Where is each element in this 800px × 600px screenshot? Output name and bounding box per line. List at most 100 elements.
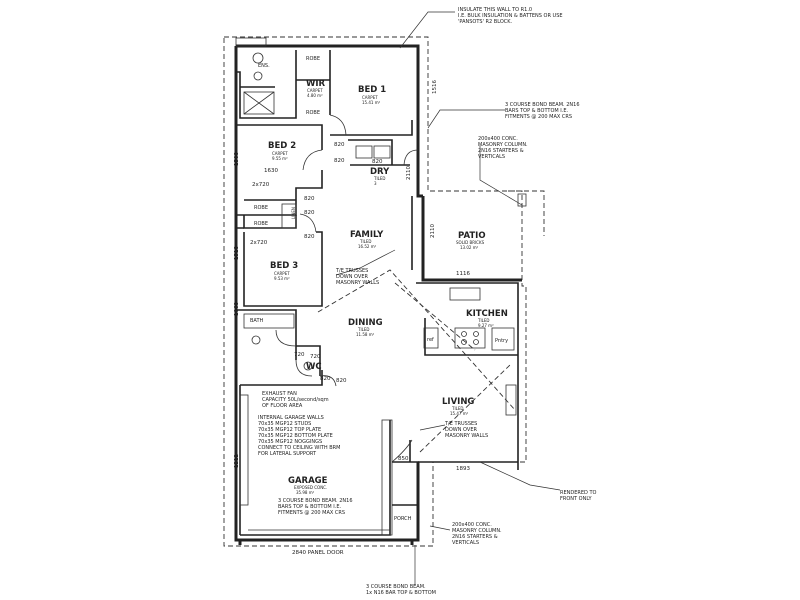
dim-label: 2110 [406,166,412,180]
svg-text:2N16 STARTERS &: 2N16 STARTERS & [452,534,498,540]
svg-text:4.80 m²: 4.80 m² [307,93,323,98]
kitchen-walls [416,282,519,470]
truss-line [394,282,476,351]
fridge-label: ref [427,337,434,343]
leader [419,424,446,431]
bath-basin-icon [251,335,261,345]
svg-text:BED 2: BED 2 [268,141,296,151]
svg-text:SOLID BRICKS: SOLID BRICKS [456,240,485,245]
svg-text:VERTICALS: VERTICALS [478,154,505,160]
dim-label: 1516 [432,80,438,94]
leader [429,525,451,531]
svg-text:70x35 MGP12 TOP PLATE: 70x35 MGP12 TOP PLATE [258,427,321,433]
svg-text:TILED: TILED [477,318,489,323]
note-bottom-beam: 3 COURSE BOND BEAM. 1x N16 BAR TOP & BOT… [366,584,436,596]
svg-text:70x35 MGP12 NOGGINGS: 70x35 MGP12 NOGGINGS [258,439,322,445]
porch-walls [392,461,419,540]
truss-line [317,269,516,411]
room-bed3: BED 3 CARPET 9.53 m² [270,261,298,281]
toilet-icon [253,71,263,81]
svg-text:LIVING: LIVING [442,397,474,407]
shower [243,91,275,115]
dim-label: 820 [304,210,315,216]
svg-text:9.27 m²: 9.27 m² [478,323,494,328]
room-wir: WIR CARPET 4.80 m² [306,79,326,98]
svg-text:3 COURSE BOND BEAM. 2N16: 3 COURSE BOND BEAM. 2N16 [505,102,580,108]
door-swing [391,439,413,463]
dim-label: 1518 [234,246,240,260]
svg-text:15.47 m²: 15.47 m² [450,411,469,416]
roof-line [223,36,527,547]
corner-block [235,37,267,47]
dim-label: 1893 [456,466,470,472]
svg-text:RENDERED TO: RENDERED TO [560,490,597,496]
patio-walls [421,196,522,282]
dim-label: 820 [334,158,345,164]
pantry-label: Pntry [495,338,508,344]
dim-label: 820 [320,376,331,382]
svg-text:16.52 m²: 16.52 m² [358,244,377,249]
room-bed2: BED 2 CARPET 9.55 m² [268,141,296,161]
dim-label: 2x720 [252,182,270,188]
svg-text:PATIO: PATIO [458,231,486,241]
garage-front-wall [238,540,414,545]
note-exhaust: EXHAUST FAN CAPACITY 50L/second/sqm OF F… [262,391,329,409]
robe-label: ROBE [306,56,320,62]
external-walls [234,44,423,542]
living-walls [409,440,518,463]
robe-label: ROBE [254,205,268,211]
svg-text:INSULATE THIS WALL TO R1.0: INSULATE THIS WALL TO R1.0 [458,7,532,13]
svg-text:200x400 CONC.: 200x400 CONC. [478,136,518,142]
svg-text:TILED: TILED [373,176,385,181]
svg-text:3: 3 [374,181,377,186]
svg-text:MASONRY WALLS: MASONRY WALLS [445,433,488,439]
svg-text:CARPET: CARPET [307,88,323,93]
note-column-2: 200x400 CONC. MASONRY COLUMN. 2N16 START… [452,522,502,546]
room-family: FAMILY TILED 16.52 m² [350,230,384,249]
burner-icon [473,339,479,345]
svg-text:OF FLOOR AREA: OF FLOOR AREA [262,403,303,409]
note-trusses-1: T/E TRUSSES DOWN OVER MASONRY WALLS [335,268,379,286]
note-trusses-2: T/E TRUSSES DOWN OVER MASONRY WALLS [444,421,488,439]
svg-text:TILED: TILED [359,239,371,244]
room-dry: DRY TILED 3 [370,167,390,186]
svg-text:70x35 MGP12 STUDS: 70x35 MGP12 STUDS [258,421,311,427]
svg-text:INTERNAL GARAGE WALLS: INTERNAL GARAGE WALLS [258,415,324,421]
door-swing [299,213,317,233]
svg-text:CARPET: CARPET [362,95,378,100]
room-garage: GARAGE EXPOSED CONC. 35.98 m² [288,476,328,495]
dim-label: 1212 [234,454,240,468]
svg-text:13.02 m²: 13.02 m² [460,245,479,250]
svg-text:CAPACITY 50L/second/sqm: CAPACITY 50L/second/sqm [262,397,329,403]
dim-label: 820 [304,234,315,240]
room-porch: PORCH [394,516,412,522]
svg-text:FITMENTS @ 200 MAX CRS: FITMENTS @ 200 MAX CRS [505,114,572,120]
svg-text:'PANSOTS' R2 BLOCK.: 'PANSOTS' R2 BLOCK. [458,19,513,25]
svg-text:DINING: DINING [348,318,383,328]
dim-label: 820 [334,142,345,148]
dim-label: 1630 [264,168,278,174]
svg-text:DRY: DRY [370,167,390,177]
patio-column [517,193,527,207]
svg-text:DOWN OVER: DOWN OVER [336,274,368,280]
dim-label: 820 [304,196,315,202]
shower-x-icon [243,91,275,115]
svg-text:WIR: WIR [306,79,326,89]
leader [479,461,561,491]
door-swing [329,114,347,136]
linen-cupboard [281,203,297,229]
svg-text:MASONRY WALLS: MASONRY WALLS [336,280,379,286]
room-living: LIVING TILED 15.47 m² [442,397,474,416]
svg-text:3 COURSE BOND BEAM.: 3 COURSE BOND BEAM. [366,584,426,590]
note-column-1: 200x400 CONC. MASONRY COLUMN. 2N16 START… [478,136,528,160]
svg-text:EXPOSED CONC.: EXPOSED CONC. [294,485,327,490]
svg-text:DOWN OVER: DOWN OVER [445,427,477,433]
robe-label: ROBE [306,110,320,116]
truss-line [419,364,511,453]
svg-text:BED 1: BED 1 [358,85,386,95]
svg-text:GARAGE: GARAGE [288,476,328,486]
svg-text:FAMILY: FAMILY [350,230,384,240]
leader [335,249,396,276]
door-swing [295,359,313,377]
